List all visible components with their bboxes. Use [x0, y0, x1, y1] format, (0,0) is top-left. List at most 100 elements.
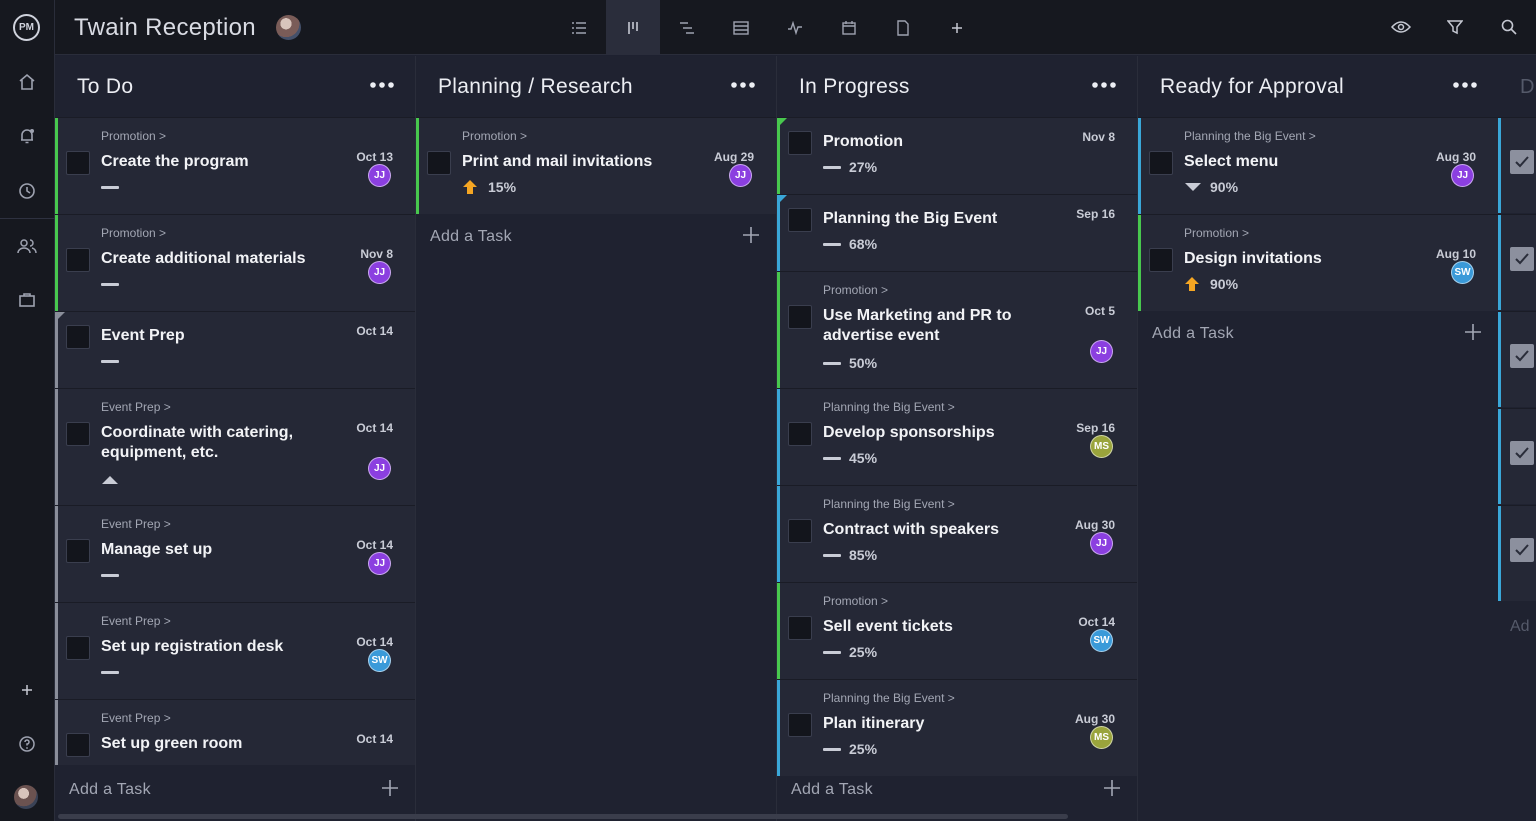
user-avatar[interactable] [14, 785, 38, 809]
partial-add-task[interactable]: Ad [1510, 618, 1530, 635]
task-name[interactable]: Design invitations [1184, 250, 1322, 267]
task-name[interactable]: Create the program [101, 153, 249, 170]
project-avatar[interactable] [276, 15, 301, 40]
task-card[interactable]: Planning the Big Event > Contract with sp… [777, 485, 1137, 582]
add-task-label[interactable]: Add a Task [430, 228, 512, 245]
task-breadcrumb[interactable]: Event Prep > [101, 400, 171, 414]
assignee-avatar[interactable]: JJ [368, 552, 391, 575]
task-name[interactable]: Planning the Big Event [823, 210, 998, 227]
more-options-icon[interactable] [1452, 78, 1478, 92]
task-breadcrumb[interactable]: Promotion > [462, 129, 528, 143]
more-options-icon[interactable] [730, 78, 756, 92]
task-name[interactable]: Plan itinerary [823, 715, 925, 732]
partial-card[interactable] [1498, 408, 1536, 504]
task-breadcrumb[interactable]: Planning the Big Event > [823, 400, 955, 414]
assignee-avatar[interactable]: MS [1090, 435, 1113, 458]
task-name[interactable]: Contract with speakers [823, 521, 1000, 538]
pm-logo[interactable]: PM [13, 14, 40, 41]
assignee-avatar[interactable]: JJ [368, 457, 391, 480]
task-checkbox[interactable] [788, 208, 812, 232]
clock-icon[interactable] [15, 179, 39, 203]
plus-icon[interactable] [1103, 779, 1123, 799]
plus-icon[interactable] [742, 226, 762, 246]
board-view-icon[interactable] [606, 0, 660, 55]
assignee-avatar[interactable]: JJ [1451, 164, 1474, 187]
assignee-avatar[interactable]: JJ [729, 164, 752, 187]
task-checkbox[interactable] [788, 519, 812, 543]
gantt-view-icon[interactable] [660, 0, 714, 55]
sheet-view-icon[interactable] [714, 0, 768, 55]
add-task-label[interactable]: Add a Task [1152, 325, 1234, 342]
task-name[interactable]: Print and mail invitations [462, 153, 653, 170]
task-breadcrumb[interactable]: Event Prep > [101, 614, 171, 628]
assignee-avatar[interactable]: SW [368, 649, 391, 672]
more-options-icon[interactable] [369, 78, 395, 92]
home-icon[interactable] [15, 70, 39, 94]
task-breadcrumb[interactable]: Planning the Big Event > [823, 691, 955, 705]
task-checkbox[interactable] [66, 325, 90, 349]
task-checkbox[interactable] [788, 422, 812, 446]
add-task-button[interactable]: Add a Task [416, 214, 776, 262]
checkmark-icon[interactable] [1510, 247, 1534, 271]
task-checkbox[interactable] [66, 151, 90, 175]
assignee-avatar[interactable]: SW [1451, 261, 1474, 284]
task-name[interactable]: Event Prep [101, 327, 185, 344]
assignee-avatar[interactable]: JJ [368, 261, 391, 284]
task-checkbox[interactable] [66, 422, 90, 446]
task-card[interactable]: Promotion >Use Marketing and PR to adver… [777, 271, 1137, 388]
add-task-button[interactable]: Add a Task [777, 767, 1137, 815]
partial-card[interactable] [1498, 214, 1536, 310]
list-view-icon[interactable] [552, 0, 606, 55]
task-breadcrumb[interactable]: Promotion > [823, 594, 889, 608]
task-card[interactable]: Event Prep >Coordinate with catering, eq… [55, 388, 415, 505]
task-name[interactable]: Select menu [1184, 153, 1279, 170]
task-checkbox[interactable] [1149, 248, 1173, 272]
checkmark-icon[interactable] [1510, 344, 1534, 368]
task-checkbox[interactable] [66, 636, 90, 660]
task-checkbox[interactable] [66, 733, 90, 757]
task-breadcrumb[interactable]: Promotion > [1184, 226, 1250, 240]
task-breadcrumb[interactable]: Planning the Big Event > [823, 497, 955, 511]
checkmark-icon[interactable] [1510, 150, 1534, 174]
task-name[interactable]: Sell event tickets [823, 618, 953, 635]
task-name[interactable]: Promotion [823, 133, 903, 150]
task-breadcrumb[interactable]: Promotion > [101, 129, 167, 143]
add-view-icon[interactable] [930, 0, 984, 55]
task-breadcrumb[interactable]: Promotion > [101, 226, 167, 240]
assignee-avatar[interactable]: JJ [1090, 340, 1113, 363]
checkmark-icon[interactable] [1510, 441, 1534, 465]
files-view-icon[interactable] [876, 0, 930, 55]
task-checkbox[interactable] [427, 151, 451, 175]
task-breadcrumb[interactable]: Planning the Big Event > [1184, 129, 1316, 143]
eye-icon[interactable] [1388, 14, 1414, 40]
calendar-view-icon[interactable] [822, 0, 876, 55]
add-task-button[interactable]: Add a Task [55, 767, 415, 815]
assignee-avatar[interactable]: MS [1090, 726, 1113, 749]
task-checkbox[interactable] [788, 616, 812, 640]
search-icon[interactable] [1496, 14, 1522, 40]
plus-icon[interactable] [381, 779, 401, 799]
partial-card[interactable] [1498, 117, 1536, 213]
task-breadcrumb[interactable]: Event Prep > [101, 711, 171, 725]
dashboard-view-icon[interactable] [768, 0, 822, 55]
partial-card[interactable] [1498, 505, 1536, 601]
partial-card[interactable] [1498, 311, 1536, 407]
task-breadcrumb[interactable]: Event Prep > [101, 517, 171, 531]
add-task-label[interactable]: Add a Task [69, 781, 151, 798]
horizontal-scrollbar[interactable] [58, 814, 1068, 819]
task-name[interactable]: Develop sponsorships [823, 424, 995, 441]
filter-icon[interactable] [1442, 14, 1468, 40]
task-checkbox[interactable] [788, 713, 812, 737]
task-card[interactable]: Planning the Big Event > Develop sponsors… [777, 388, 1137, 485]
task-name[interactable]: Use Marketing and PR to advertise event [823, 307, 1012, 344]
